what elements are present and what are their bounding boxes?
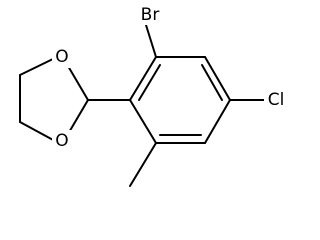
- bond-c1-c2: [129, 56, 157, 101]
- bond-ch2-o-lower: [19, 121, 56, 142]
- bond-o-upper-ch2: [19, 57, 56, 76]
- bond-c3-c4: [204, 56, 231, 101]
- o-lower-label-mask: [52, 130, 72, 152]
- bond-c6-c1: [129, 99, 157, 144]
- double-bond-c1-c2: [138, 64, 161, 101]
- oxygen-upper-label: O: [55, 47, 68, 67]
- bond-acetal-o-upper: [67, 65, 89, 101]
- molecule-structure: Br Cl O O: [19, 5, 290, 187]
- cl-label-mask: [264, 89, 290, 111]
- double-bond-c3-c4: [201, 64, 223, 101]
- bonds: [19, 24, 265, 187]
- bond-c4-c5: [204, 99, 231, 144]
- chlorine-label: Cl: [268, 90, 285, 110]
- oxygen-lower-label: O: [55, 131, 68, 151]
- br-label-mask: [137, 5, 164, 25]
- bond-c6-methyl: [129, 142, 157, 187]
- bond-acetal-o-lower: [67, 99, 89, 135]
- bond-c2-br: [145, 24, 157, 58]
- o-upper-label-mask: [52, 46, 72, 68]
- bromine-label: Br: [141, 5, 160, 25]
